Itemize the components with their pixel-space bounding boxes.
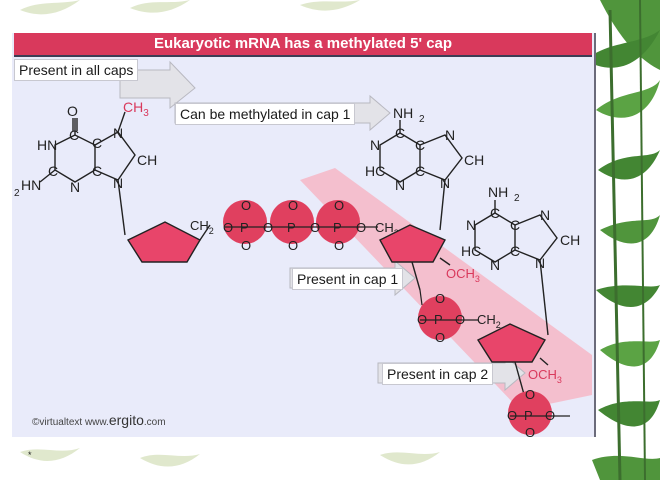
- atom-label: P: [240, 220, 249, 235]
- methoxy-label: OCH3: [528, 367, 562, 385]
- atom-label: O: [455, 312, 465, 327]
- atom-label: CH: [560, 232, 580, 248]
- atom-label: C: [92, 135, 102, 151]
- ribose-ring: [126, 221, 201, 263]
- atom-label: O: [525, 425, 535, 440]
- arrow-all-caps: [119, 60, 196, 110]
- label-methylated-cap1: Can be methylated in cap 1: [175, 103, 356, 125]
- atom-label: O: [241, 238, 251, 253]
- atom-label: HN: [21, 177, 41, 193]
- footnote-marker: *: [28, 450, 32, 460]
- atom-label: N: [395, 177, 405, 193]
- atom-label: O: [334, 238, 344, 253]
- adenine-base: [379, 120, 463, 231]
- atom-label: C: [92, 163, 102, 179]
- triphosphate-group: [223, 200, 378, 244]
- atom-label: 2: [14, 188, 20, 199]
- label-present-cap2: Present in cap 2: [382, 363, 494, 385]
- atom-label: CH: [464, 152, 484, 168]
- atom-label: O: [356, 220, 366, 235]
- atom-label: N: [445, 127, 455, 143]
- methylene-label: CH2: [190, 218, 214, 236]
- atom-label: N: [490, 257, 500, 273]
- label-present-all-caps: Present in all caps: [14, 59, 139, 81]
- atom-label: P: [287, 220, 296, 235]
- ribose-ring: [379, 224, 446, 263]
- atom-label: O: [67, 103, 78, 119]
- atom-label: C: [415, 137, 425, 153]
- atom-label: C: [510, 217, 520, 233]
- atom-label: N: [540, 207, 550, 223]
- atom-label: HC: [365, 163, 385, 179]
- atom-label: C: [69, 127, 79, 143]
- label-present-cap1: Present in cap 1: [292, 268, 404, 290]
- atom-label: C: [510, 243, 520, 259]
- atom-label: NH: [393, 105, 413, 121]
- atom-label: CH: [137, 152, 157, 168]
- atom-label: N: [113, 175, 123, 191]
- atom-label: O: [263, 220, 273, 235]
- leaf-icon: [585, 0, 660, 480]
- atom-label: O: [507, 408, 517, 423]
- leaf-icon: [20, 0, 440, 467]
- atom-label: N: [440, 175, 450, 191]
- atom-label: P: [333, 220, 342, 235]
- phosphate-group: [508, 391, 552, 435]
- atom-label: C: [490, 205, 500, 221]
- slide-title: Eukaryotic mRNA has a methylated 5' cap: [14, 33, 592, 57]
- atom-label: HN: [37, 137, 57, 153]
- atom-label: 2: [514, 193, 520, 204]
- credit-brand: ergito: [108, 412, 144, 428]
- source-credit: ©virtualtext www.ergito.com: [32, 412, 166, 428]
- phosphate-group: [418, 296, 462, 340]
- atom-label: N: [70, 179, 80, 195]
- credit-suffix: .com: [143, 417, 166, 428]
- atom-label: C: [48, 163, 58, 179]
- atom-label: P: [434, 312, 443, 327]
- guanine-base: [39, 111, 136, 236]
- methoxy-label: OCH3: [446, 266, 480, 284]
- adenine-base: [474, 200, 558, 336]
- atom-label: O: [435, 291, 445, 306]
- methyl-label: CH3: [123, 99, 149, 119]
- atom-label: O: [435, 330, 445, 345]
- atom-label: O: [310, 220, 320, 235]
- ribose-ring: [476, 323, 546, 363]
- atom-label: O: [545, 408, 555, 423]
- atom-label: N: [370, 137, 380, 153]
- credit-prefix: ©virtualtext www.: [32, 417, 109, 428]
- atom-label: N: [113, 125, 123, 141]
- methylene-label: CH2: [477, 312, 501, 330]
- atom-label: O: [417, 312, 427, 327]
- atom-label: O: [288, 198, 298, 213]
- atom-label: O: [334, 198, 344, 213]
- atom-label: O: [241, 198, 251, 213]
- atom-label: N: [466, 217, 476, 233]
- atom-label: N: [535, 255, 545, 271]
- atom-label: C: [415, 163, 425, 179]
- atom-label: O: [223, 220, 233, 235]
- atom-label: O: [288, 238, 298, 253]
- atom-label: NH: [488, 184, 508, 200]
- atom-label: P: [524, 408, 533, 423]
- atom-label: O: [525, 387, 535, 402]
- atom-label: C: [395, 125, 405, 141]
- atom-label: HC: [461, 243, 481, 259]
- atom-label: 2: [419, 114, 425, 125]
